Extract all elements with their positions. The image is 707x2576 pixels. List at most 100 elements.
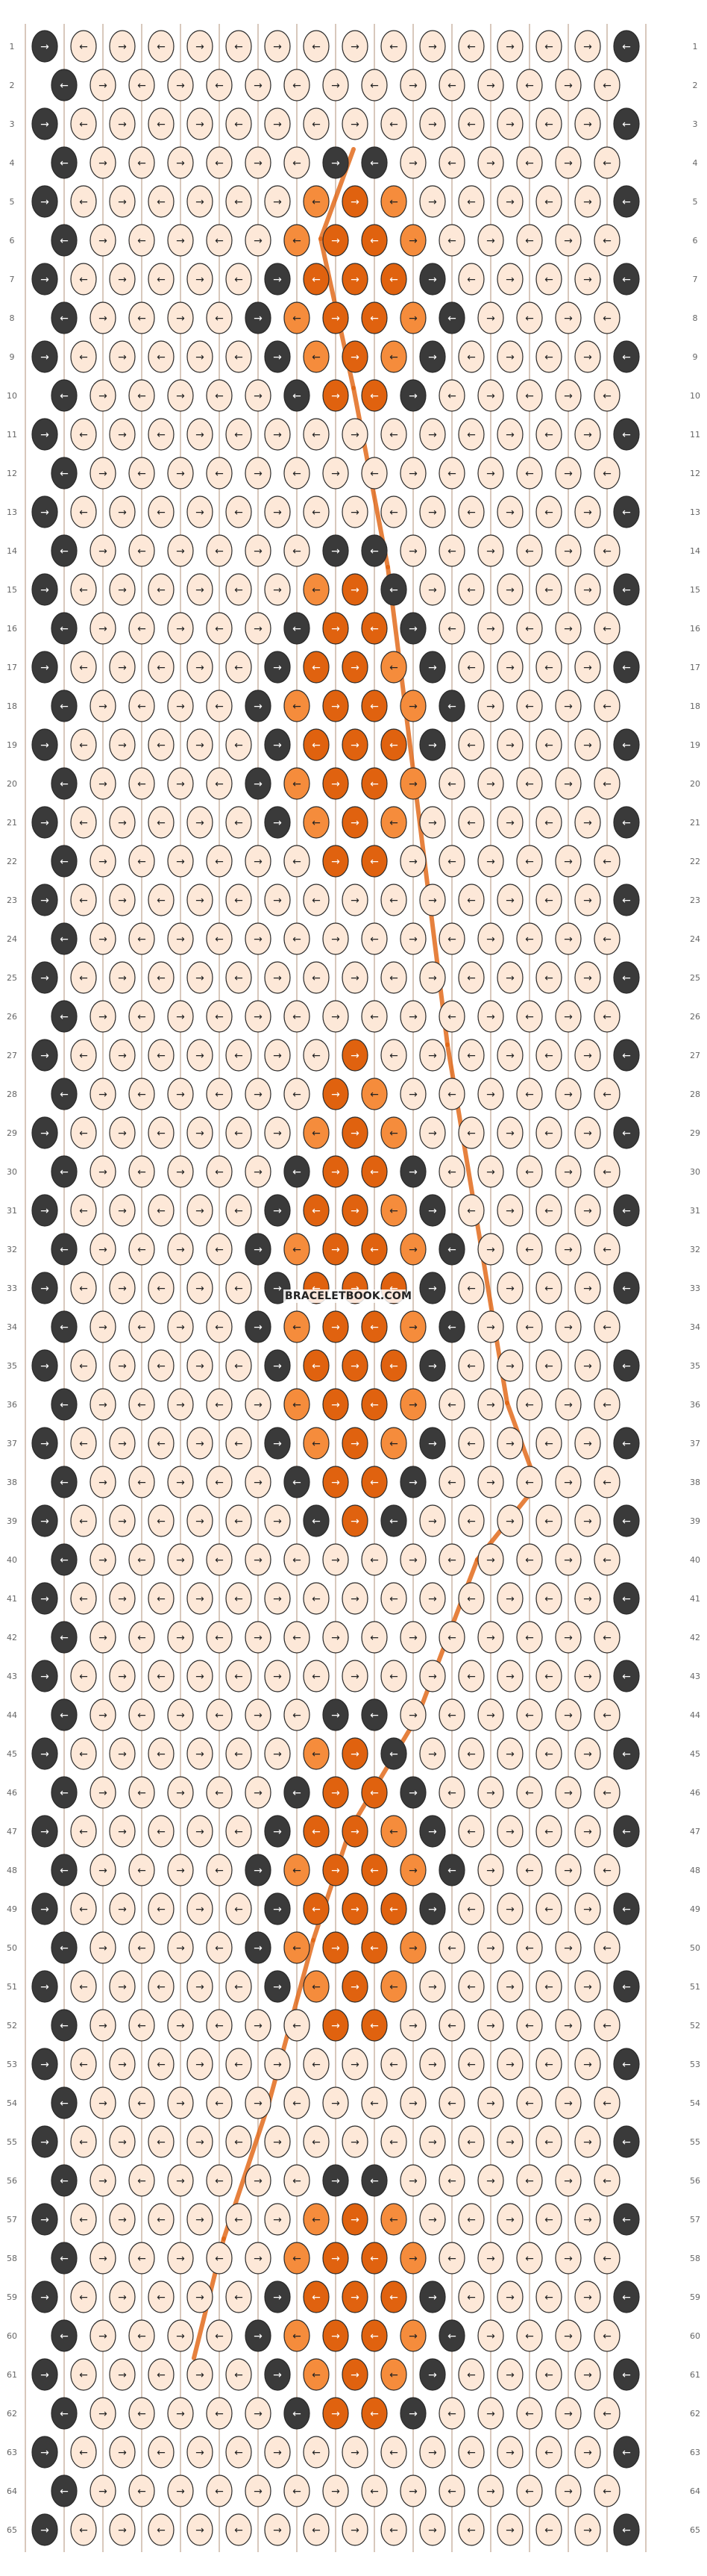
knot: [148, 1427, 175, 1460]
knot-arrow: →: [98, 1942, 107, 1954]
knot-arrow: →: [254, 2330, 263, 2342]
knot-arrow: ←: [215, 934, 224, 945]
knot-arrow: ←: [292, 934, 301, 945]
knot: [342, 651, 368, 684]
knot-arrow: →: [351, 2214, 359, 2226]
knot-arrow: →: [564, 2330, 573, 2342]
knot: [283, 2242, 310, 2275]
knot-arrow: ←: [215, 2330, 224, 2342]
knot: [477, 1155, 504, 1188]
knot-arrow: ←: [603, 1787, 612, 1799]
knot: [128, 1000, 155, 1033]
knot: [31, 2436, 58, 2469]
row-label: 19: [690, 740, 700, 750]
knot-arrow: ←: [447, 80, 456, 92]
knot-arrow: ←: [622, 41, 631, 53]
knot-arrow: ←: [603, 2486, 612, 2498]
knot-arrow: →: [428, 41, 437, 53]
knot-arrow: ←: [137, 2486, 146, 2498]
knot-arrow: ←: [60, 545, 69, 557]
knot-arrow: ←: [467, 2214, 476, 2226]
knot: [303, 961, 330, 994]
knot-arrow: →: [118, 1981, 127, 1993]
knot: [109, 185, 136, 218]
knot: [361, 1078, 388, 1110]
knot: [303, 884, 330, 916]
row-label: 13: [7, 507, 17, 517]
knot: [225, 2280, 252, 2313]
knot: [128, 1698, 155, 1731]
knot: [497, 1582, 524, 1615]
knot-arrow: ←: [525, 1166, 534, 1178]
row-label: 34: [7, 1322, 17, 1332]
knot-arrow: ←: [525, 1244, 534, 1256]
knot: [206, 767, 233, 800]
knot: [245, 2009, 271, 2042]
knot: [264, 2203, 291, 2236]
knot: [477, 1310, 504, 1343]
knot-arrow: →: [98, 1554, 107, 1566]
knot-arrow: →: [564, 1554, 573, 1566]
knot-arrow: ←: [137, 1089, 146, 1101]
knot-arrow: →: [428, 274, 437, 286]
knot-arrow: ←: [622, 972, 631, 984]
row-label: 22: [690, 857, 700, 866]
knot: [535, 263, 562, 296]
knot: [439, 2242, 465, 2275]
knot: [128, 1233, 155, 1266]
row-label: 47: [7, 1827, 17, 1836]
knot: [322, 146, 349, 179]
knot: [497, 2125, 524, 2158]
knot-arrow: ←: [447, 1632, 456, 1644]
knot: [613, 263, 640, 296]
knot: [380, 1504, 407, 1537]
knot: [303, 1970, 330, 2003]
knot-arrow: →: [486, 1632, 495, 1644]
knot: [380, 340, 407, 373]
knot-arrow: ←: [79, 740, 88, 751]
knot: [419, 806, 446, 839]
knot-arrow: →: [583, 1671, 592, 1683]
knot-arrow: ←: [234, 1748, 243, 1760]
knot-arrow: →: [195, 1826, 204, 1838]
knot-arrow: →: [98, 2408, 107, 2420]
knot-arrow: →: [273, 1671, 282, 1683]
row-label: 16: [7, 624, 17, 634]
knot: [264, 263, 291, 296]
knot: [477, 2086, 504, 2119]
knot-arrow: →: [40, 895, 49, 907]
knot-arrow: ←: [79, 351, 88, 363]
knot-arrow: ←: [525, 1632, 534, 1644]
knot: [70, 495, 97, 528]
knot: [458, 2203, 485, 2236]
knot-arrow: →: [331, 934, 340, 945]
knot: [264, 1815, 291, 1848]
knot: [516, 2242, 543, 2275]
knot-arrow: ←: [389, 2525, 398, 2536]
knot-arrow: →: [428, 429, 437, 441]
knot: [51, 2242, 78, 2275]
knot-arrow: →: [486, 2486, 495, 2498]
knot: [322, 1931, 349, 1964]
knot: [419, 961, 446, 994]
knot: [458, 30, 485, 63]
knot-arrow: ←: [544, 351, 553, 363]
knot: [419, 2436, 446, 2469]
knot-arrow: ←: [525, 1942, 534, 1954]
knot-arrow: →: [195, 2214, 204, 2226]
knot-arrow: →: [273, 41, 282, 53]
knot: [458, 2436, 485, 2469]
knot-arrow: →: [428, 740, 437, 751]
knot: [70, 651, 97, 684]
knot-arrow: ←: [157, 41, 166, 53]
knot: [439, 2475, 465, 2507]
knot-arrow: ←: [603, 1399, 612, 1411]
knot-arrow: →: [254, 1942, 263, 1954]
knot-arrow: ←: [312, 1516, 321, 1528]
knot: [574, 2203, 601, 2236]
row-label: 64: [690, 2486, 700, 2496]
knot-arrow: →: [176, 1011, 185, 1023]
knot-arrow: →: [409, 2020, 418, 2032]
knot: [109, 1116, 136, 1149]
knot: [497, 2280, 524, 2313]
